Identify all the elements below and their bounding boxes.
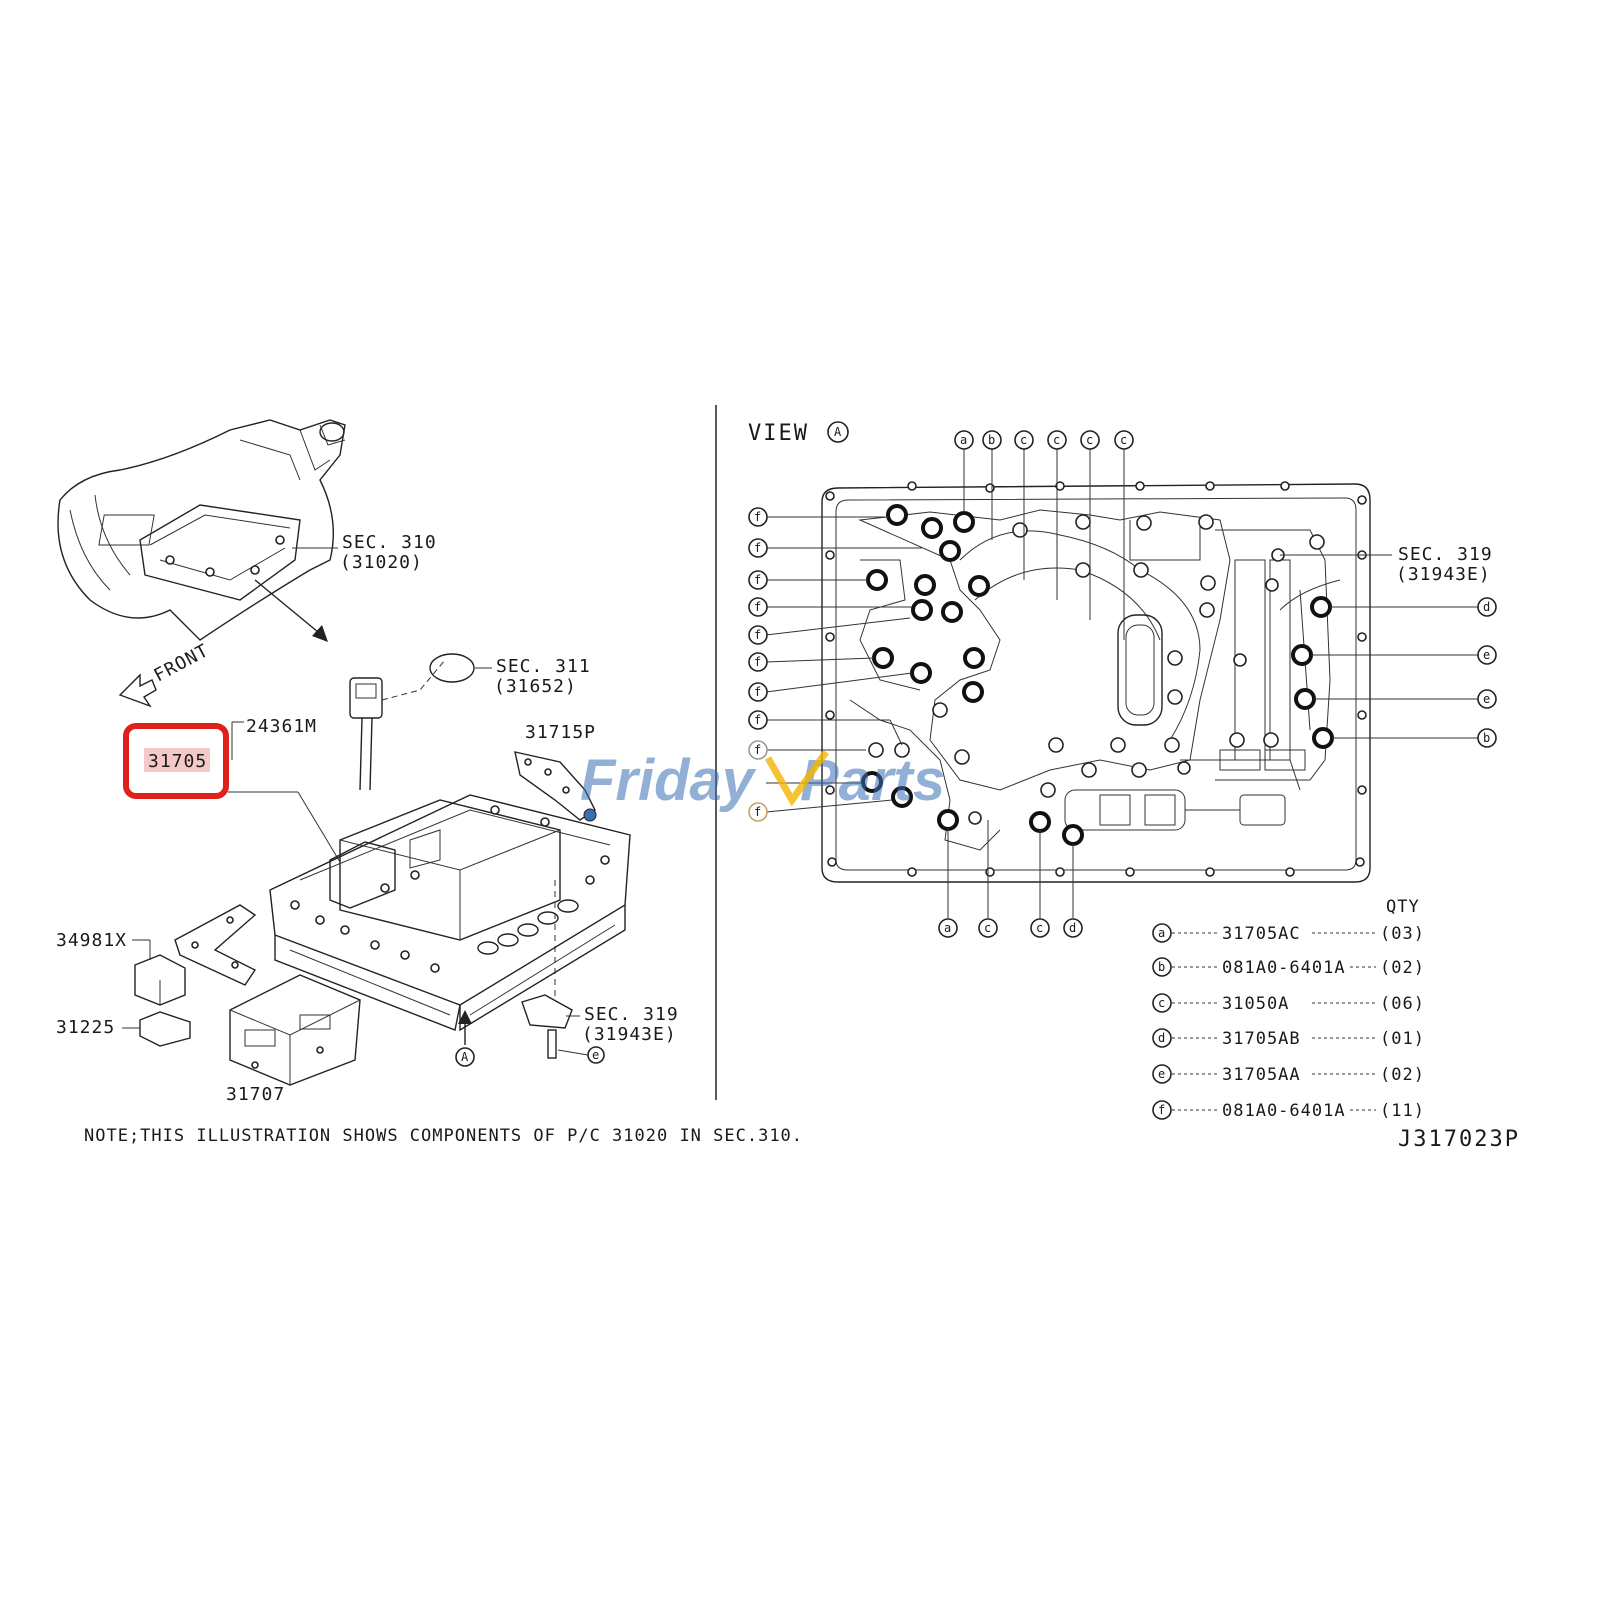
legend-row: d 31705AB (01) (1152, 1028, 1425, 1049)
callout-left-8: f (754, 713, 761, 727)
legend-part: 31705AB (1222, 1029, 1301, 1049)
right-callouts: d e e b (1280, 554, 1497, 748)
label-sec310: SEC. 310 (342, 532, 437, 553)
label-24361m: 24361M (246, 716, 317, 737)
legend-table: a 31705AC (03) b 081A0-6401A (02) c 3105… (1152, 923, 1425, 1121)
label-sec319-left: SEC. 319 (584, 1004, 679, 1025)
legend-row: f 081A0-6401A (11) (1152, 1100, 1425, 1121)
callout-top-3: c (1020, 433, 1027, 447)
label-view-letter: A (834, 425, 842, 439)
valve-body-plate (821, 481, 1371, 883)
label-31707: 31707 (226, 1084, 285, 1105)
label-sec319-right-sub: (31943E) (1396, 564, 1491, 585)
label-sec311-sub: (31652) (494, 676, 577, 697)
footer-note: NOTE;THIS ILLUSTRATION SHOWS COMPONENTS … (84, 1126, 803, 1146)
legend-letter: e (1158, 1067, 1165, 1081)
legend-part: 31705AC (1222, 924, 1301, 944)
callout-top-4: c (1053, 433, 1060, 447)
bolts (861, 504, 1334, 846)
label-31225: 31225 (56, 1017, 115, 1038)
transmission-illustration (57, 419, 346, 642)
callout-top-2: b (988, 433, 995, 447)
watermark-check-mark (764, 749, 829, 807)
legend-letter: a (1158, 926, 1165, 940)
callout-bottom-1: a (944, 921, 951, 935)
callout-right-2: e (1483, 648, 1490, 662)
label-34981x: 34981X (56, 930, 127, 951)
watermark-logo: Friday Parts (580, 748, 945, 813)
legend-qty: (03) (1380, 924, 1425, 944)
lower-valve-31707 (229, 974, 361, 1086)
watermark-text-a: Friday (580, 748, 757, 813)
legend-letter: d (1158, 1031, 1165, 1045)
callout-left-5: f (754, 628, 761, 642)
legend-row: c 31050A (06) (1152, 993, 1425, 1014)
callout-left-6: f (754, 655, 761, 669)
label-31705: 31705 (148, 751, 207, 772)
callout-bottom-4: d (1069, 921, 1076, 935)
legend-qty: (11) (1380, 1101, 1425, 1121)
separator-plate (174, 904, 257, 986)
callout-bottom-2: c (984, 921, 991, 935)
legend-qty: (02) (1380, 1065, 1425, 1085)
bottom-callouts: a c c d (938, 820, 1083, 938)
callout-left-9: f (754, 743, 761, 757)
callout-right-1: d (1483, 600, 1490, 614)
legend-qty: (02) (1380, 958, 1425, 978)
callout-left-3: f (754, 573, 761, 587)
view-a-marker: A (461, 1050, 469, 1064)
part-31225 (139, 1011, 191, 1047)
label-front: FRONT (150, 640, 212, 686)
callout-left-7: f (754, 685, 761, 699)
legend-row: b 081A0-6401A (02) (1152, 957, 1425, 978)
legend-qty-header: QTY (1386, 897, 1420, 917)
label-sec311: SEC. 311 (496, 656, 591, 677)
label-view: VIEW (748, 421, 809, 446)
diagram-code: J317023P (1398, 1127, 1520, 1152)
callout-right-3: e (1483, 692, 1490, 706)
legend-letter: c (1158, 996, 1165, 1010)
left-callouts: f f f f f f f f f f (748, 507, 922, 822)
legend-part: 081A0-6401A (1222, 1101, 1346, 1121)
legend-letter: f (1158, 1103, 1165, 1117)
clip-34981x (134, 954, 186, 1006)
legend-row: a 31705AC (03) (1152, 923, 1425, 944)
label-31715p: 31715P (525, 722, 596, 743)
label-sec319-left-sub: (31943E) (582, 1024, 677, 1045)
front-arrow: FRONT (118, 640, 213, 708)
callout-top-1: a (960, 433, 967, 447)
legend-part: 31050A (1222, 994, 1289, 1014)
callout-right-4: b (1483, 731, 1490, 745)
callout-left-2: f (754, 541, 761, 555)
valve-body-assembly (269, 794, 631, 1032)
legend-letter: b (1158, 960, 1165, 974)
label-sec310-sub: (31020) (340, 552, 423, 573)
sensor-connector (349, 653, 475, 791)
top-callouts: a b c c c c (954, 430, 1134, 640)
legend-qty: (06) (1380, 994, 1425, 1014)
label-sec319-right: SEC. 319 (1398, 544, 1493, 565)
callout-left-1: f (754, 510, 761, 524)
legend-part: 081A0-6401A (1222, 958, 1346, 978)
callout-e-left: e (592, 1048, 599, 1062)
callout-top-5: c (1086, 433, 1093, 447)
callout-top-6: c (1120, 433, 1127, 447)
legend-qty: (01) (1380, 1029, 1425, 1049)
callout-left-10: f (754, 805, 761, 819)
gasket-31715p (514, 751, 597, 822)
bracket-sec319-left: e (521, 994, 605, 1064)
callout-bottom-3: c (1036, 921, 1043, 935)
callout-left-4: f (754, 600, 761, 614)
legend-row: e 31705AA (02) (1152, 1064, 1425, 1085)
legend-part: 31705AA (1222, 1065, 1301, 1085)
highlight-31705[interactable]: 31705 (123, 723, 229, 799)
